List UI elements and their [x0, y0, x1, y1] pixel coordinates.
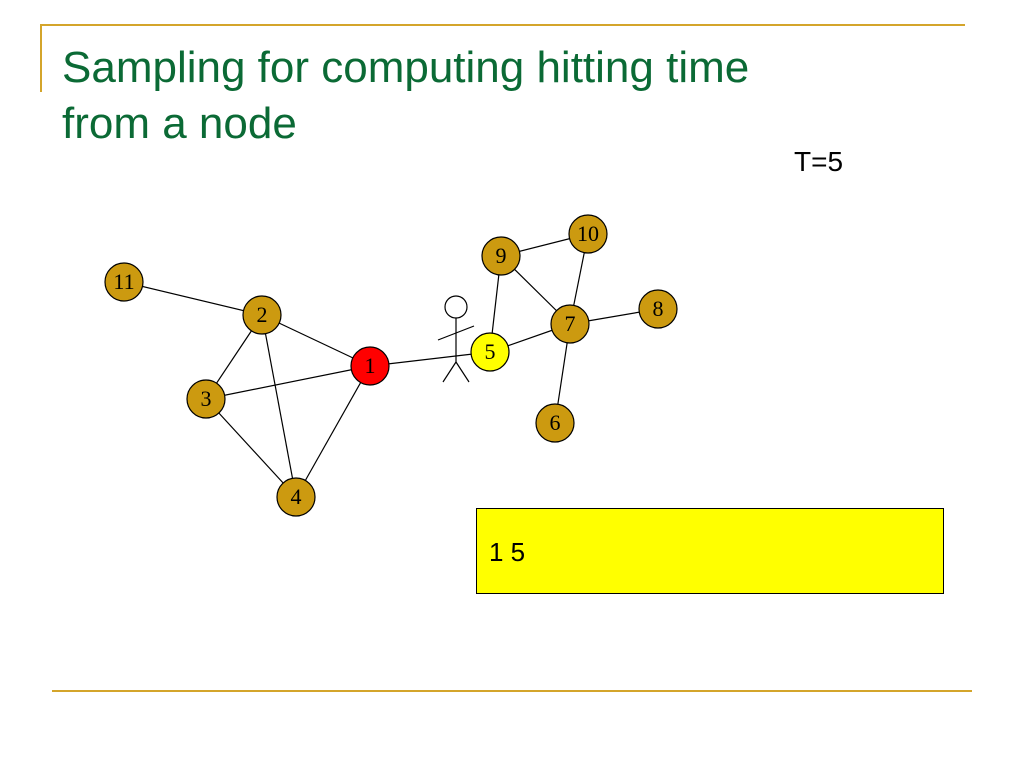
node-label-4: 4 — [291, 484, 302, 509]
edge-2-4 — [261, 314, 297, 498]
node-label-10: 10 — [577, 221, 599, 246]
node-4: 4 — [276, 477, 316, 517]
node-circle-2 — [242, 295, 282, 335]
node-circle-9 — [481, 236, 521, 276]
graph-edges — [123, 233, 659, 498]
node-circle-3 — [186, 379, 226, 419]
node-8: 8 — [638, 289, 678, 329]
node-circle-1 — [350, 346, 390, 386]
node-label-8: 8 — [653, 296, 664, 321]
node-1: 1 — [350, 346, 390, 386]
node-circle-4 — [276, 477, 316, 517]
node-10: 10 — [568, 214, 608, 254]
walk-sequence: 1 5 — [489, 537, 526, 567]
node-label-11: 11 — [113, 269, 134, 294]
node-7: 7 — [550, 304, 590, 344]
node-circle-5 — [470, 332, 510, 372]
node-3: 3 — [186, 379, 226, 419]
title-line-2: from a node — [62, 99, 297, 148]
node-circle-8 — [638, 289, 678, 329]
node-label-3: 3 — [201, 386, 212, 411]
edge-1-5 — [369, 351, 491, 367]
node-circle-6 — [535, 403, 575, 443]
node-label-7: 7 — [565, 311, 576, 336]
stick-figure-icon — [437, 295, 475, 383]
node-11: 11 — [104, 262, 144, 302]
left-rule — [40, 24, 42, 92]
node-label-2: 2 — [257, 302, 268, 327]
title-line-1: Sampling for computing hitting time — [62, 43, 750, 92]
edge-11-2 — [123, 281, 263, 316]
node-label-5: 5 — [485, 339, 496, 364]
node-2: 2 — [242, 295, 282, 335]
node-label-9: 9 — [496, 243, 507, 268]
node-label-6: 6 — [550, 410, 561, 435]
walk-sequence-box: 1 5 — [476, 508, 944, 594]
node-9: 9 — [481, 236, 521, 276]
node-circle-10 — [568, 214, 608, 254]
edge-2-1 — [261, 314, 371, 367]
edge-4-1 — [295, 365, 371, 498]
edge-3-1 — [205, 365, 371, 400]
node-6: 6 — [535, 403, 575, 443]
top-rule — [40, 24, 965, 26]
node-circle-7 — [550, 304, 590, 344]
node-5: 5 — [470, 332, 510, 372]
t-label: T=5 — [794, 146, 844, 177]
edge-3-4 — [205, 398, 297, 498]
bottom-rule — [52, 690, 972, 692]
node-label-1: 1 — [365, 353, 376, 378]
graph-nodes: 1 2 3 4 5 6 7 8 9 10 11 — [104, 214, 678, 517]
node-circle-11 — [104, 262, 144, 302]
slide-title: Sampling for computing hitting time from… — [62, 40, 962, 152]
